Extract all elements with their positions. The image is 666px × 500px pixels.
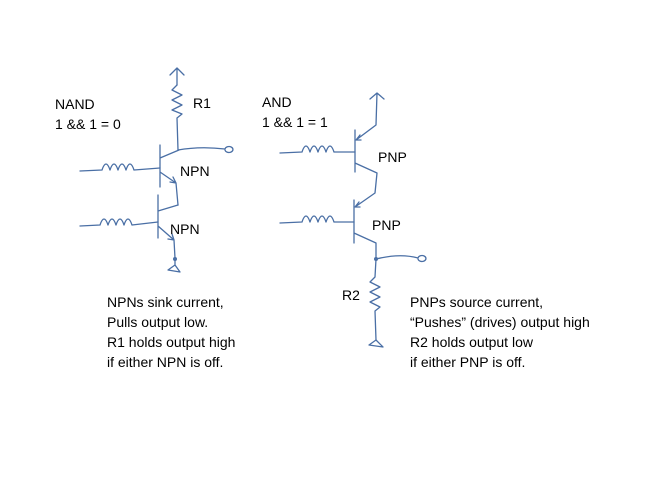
npn2-label: NPN [170,221,200,237]
output-wire [375,254,427,263]
input1-wire [279,145,356,154]
input2-wire [279,215,355,224]
note-line: if either PNP is off. [410,354,526,370]
note-line: R2 holds output low [410,334,533,350]
r2-resistor [369,258,381,341]
npn1-transistor [159,144,180,206]
and-expression: 1 && 1 = 1 [262,114,328,130]
pnp2-label: PNP [372,217,401,233]
ground-icon [167,258,181,273]
input2-wire [79,218,159,227]
output-wire [177,145,234,154]
npn2-transistor [157,194,179,259]
nand-title: NAND [55,96,95,112]
ground-icon [368,339,384,348]
r1-resistor [171,84,183,151]
note-line: PNPs source current, [410,294,544,310]
input1-wire [79,163,161,172]
npn1-label: NPN [180,163,210,179]
vcc-arrow [355,92,385,141]
and-notes: PNPs source current, “Pushes” (drives) o… [410,292,590,372]
r2-label: R2 [342,287,360,303]
and-circuit [279,92,427,348]
nand-circuit [79,67,234,273]
note-line: if either NPN is off. [107,354,224,370]
pnp1-label: PNP [378,149,407,165]
note-line: Pulls output low. [107,314,209,330]
r1-label: R1 [193,95,211,111]
note-line: “Pushes” (drives) output high [410,314,590,330]
note-line: R1 holds output high [107,334,236,350]
and-title: AND [262,94,292,110]
vcc-arrow [169,67,185,86]
pnp1-transistor [354,129,378,208]
note-line: NPNs sink current, [107,294,224,310]
nand-expression: 1 && 1 = 0 [55,116,121,132]
nand-notes: NPNs sink current, Pulls output low. R1 … [107,292,235,372]
